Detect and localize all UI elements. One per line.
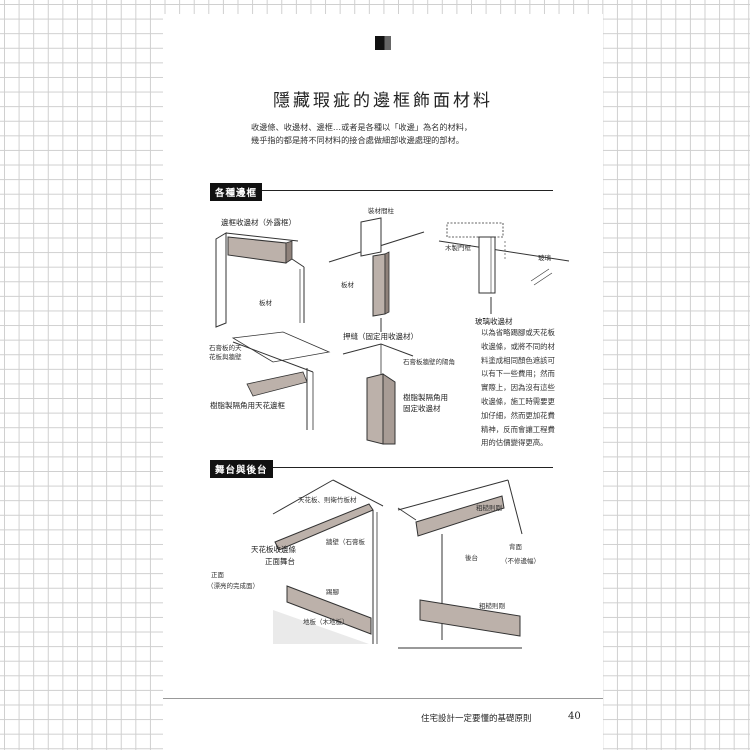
post-illustration <box>328 217 425 332</box>
label-front: 正面 <box>211 571 224 579</box>
label-frame-trim: 邊框收邊材（外露框） <box>221 218 296 227</box>
note-line: 收邊條，施工時需要更 <box>481 396 555 406</box>
note-line: 料塗成相同顏色遮該可 <box>481 355 555 365</box>
book-page: 隱藏瑕疵的邊框飾面材料 收邊條、收邊材、邊框…或者是各種以「收邊」為名的材料， … <box>163 14 603 750</box>
label-backstage: 後台 <box>465 554 478 562</box>
label-gypsum-corner: 石膏板牆壁的陽角 <box>403 358 455 366</box>
label-floor: 地板（木地板） <box>303 618 349 626</box>
note-line: 以有下一些費用；然而 <box>481 369 555 379</box>
section-label-edges: 各種邊框 <box>210 183 263 201</box>
label-ceiling-gypsum: 石膏板的天 花板與牆壁 <box>209 344 242 361</box>
page-title: 隱藏瑕疵的邊框飾面材料 <box>273 91 493 111</box>
label-post: 裝材間柱 <box>368 207 394 215</box>
label-joint-trim: 押縫（固定用收邊材） <box>343 332 418 341</box>
label-resin-corner: 樹脂製隔角用 固定收邊材 <box>403 393 448 413</box>
header-marker <box>375 36 391 50</box>
front-stage-illustration <box>272 479 384 644</box>
note-line: 以為省略踢腳或天花板 <box>481 328 555 337</box>
section-label-stage: 舞台與後台 <box>210 460 273 478</box>
label-glass: 玻璃 <box>538 254 551 262</box>
footer-rule <box>163 698 603 699</box>
label-rough1: 粗糙則剛 <box>476 504 502 512</box>
label-baseboard: 踢腳 <box>326 588 339 596</box>
footer-title: 住宅設計一定要懂的基礎原則 <box>421 714 532 724</box>
section-rule <box>210 467 553 468</box>
label-back: 背面 <box>509 543 522 551</box>
note-line: 用的估價變得更高。 <box>481 438 548 448</box>
frame-trim-illustration <box>215 232 305 328</box>
note-line: 收邊條，或將不同的材 <box>481 341 555 351</box>
label-back-sub: （不修邊幅） <box>501 557 540 565</box>
ceiling-corner-illustration <box>231 331 331 430</box>
section-rule <box>210 190 553 191</box>
label-ceiling-ring: 天花板、則衛竹板材 <box>298 496 357 504</box>
label-front-stage: 正面舞台 <box>265 557 295 566</box>
label-wall-gypsum: 牆壁（石膏板 <box>326 538 365 546</box>
label-rough2: 粗糙則剛 <box>479 602 505 610</box>
label-ceiling-trim: 天花板收邊條 <box>251 545 296 554</box>
backstage-illustration <box>397 479 523 649</box>
note-line: 實際上，因為沒有這些 <box>481 383 555 393</box>
label-board2: 板材 <box>341 281 354 289</box>
intro-line: 幾乎指的都是將不同材料的接合處做細部收邊處理的部材。 <box>251 135 464 145</box>
page-number: 40 <box>568 711 581 722</box>
note-line: 加仔細，然而更加花費 <box>481 410 555 420</box>
wall-corner-illustration <box>342 343 414 445</box>
intro-line: 收邊條、收邊材、邊框…或者是各種以「收邊」為名的材料， <box>251 122 473 132</box>
door-frame-illustration <box>438 222 570 314</box>
note-line: 精神，反而會讓工程費 <box>481 424 555 434</box>
label-board1: 板材 <box>259 299 272 307</box>
label-glass-trim: 玻璃收邊材 <box>475 317 513 326</box>
label-resin-ceiling: 樹脂製隔角用天花邊框 <box>210 401 285 410</box>
intro-text: 收邊條、收邊材、邊框…或者是各種以「收邊」為名的材料， 幾乎指的都是將不同材料的… <box>251 121 472 147</box>
note-paragraph: 以為省略踢腳或天花板 收邊條，或將不同的材 料塗成相同顏色遮該可 以有下一些費用… <box>481 326 573 450</box>
label-front-sub: （漂亮的完成面） <box>207 582 259 590</box>
label-door-frame: 木製門框 <box>445 244 471 252</box>
